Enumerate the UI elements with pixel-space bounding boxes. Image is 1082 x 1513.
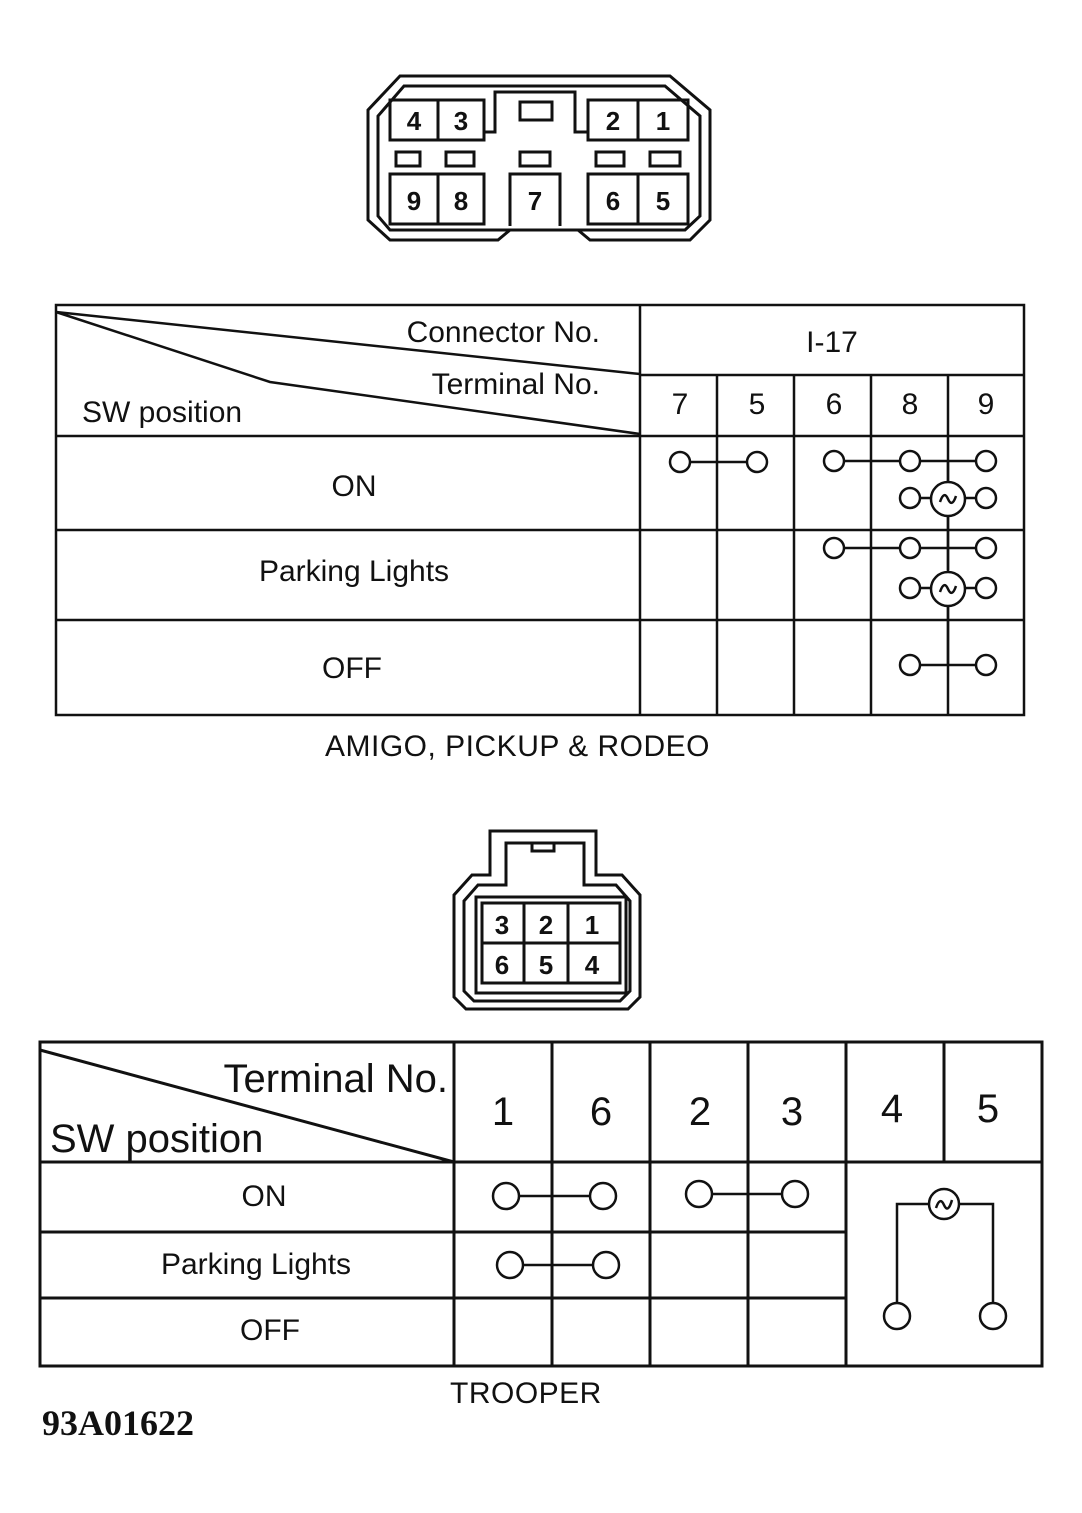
connector-id: I-17 (806, 326, 858, 359)
terminal-header: 5 (749, 388, 766, 421)
header-diagonal (55, 310, 641, 376)
pin-label: 6 (606, 186, 620, 216)
bulb-8-9-parking (898, 570, 998, 665)
pin-label: 6 (495, 950, 509, 980)
row-label-off: OFF (322, 652, 382, 685)
terminal-header: 6 (590, 1090, 612, 1134)
pin-label: 5 (656, 186, 670, 216)
pin-label: 3 (454, 106, 468, 136)
continuity-6-8-9-parking (822, 530, 998, 570)
caption-trooper: TROOPER (450, 1377, 602, 1410)
terminal-no-label: Terminal No. (223, 1057, 448, 1101)
terminal-header: 5 (977, 1087, 999, 1131)
pin-label: 8 (454, 186, 468, 216)
pin-label: 4 (585, 950, 600, 980)
pin-label: 7 (528, 186, 542, 216)
bulb-8-9 (898, 480, 998, 530)
terminal-header: 3 (781, 1090, 803, 1134)
continuity-6-8-9 (822, 449, 998, 484)
pin-label: 2 (606, 106, 620, 136)
caption-amigo: AMIGO, PICKUP & RODEO (325, 730, 711, 763)
pin-label: 9 (407, 186, 421, 216)
continuity-7-5 (668, 450, 769, 474)
continuity-1-6 (491, 1181, 618, 1211)
terminal-header: 1 (492, 1090, 514, 1134)
terminal-header: 7 (672, 388, 689, 421)
row-label-parking: Parking Lights (259, 555, 449, 588)
connector-inner-shell (376, 84, 702, 232)
row-label-on: ON (242, 1180, 287, 1213)
connector-i17-diagram: 4 3 2 1 9 8 7 6 5 (366, 74, 712, 242)
header-diagonal (39, 1048, 455, 1164)
continuity-2-3 (684, 1179, 810, 1209)
continuity-1-6-parking (495, 1250, 621, 1280)
pin-label: 5 (539, 950, 553, 980)
sw-position-label: SW position (50, 1117, 263, 1161)
pin-label: 3 (495, 910, 509, 940)
continuity-table-amigo: Connector No. Terminal No. SW position I… (54, 303, 1026, 717)
figure-number: 93A01622 (42, 1403, 194, 1443)
continuity-8-9-off (898, 653, 998, 677)
header-diagonal (55, 310, 641, 436)
bulb-4-5 (882, 1187, 1008, 1331)
connector-trooper-diagram: 3 2 1 6 5 4 (452, 829, 642, 1011)
terminal-no-label: Terminal No. (432, 368, 600, 401)
row-label-on: ON (332, 470, 377, 503)
connector-outer-shell (452, 829, 642, 1011)
terminal-header: 6 (826, 388, 843, 421)
terminal-header: 9 (978, 388, 995, 421)
pin-label: 1 (656, 106, 670, 136)
row-label-off: OFF (240, 1314, 300, 1347)
connector-no-label: Connector No. (407, 316, 600, 349)
terminal-header: 4 (881, 1087, 903, 1131)
pin-label: 1 (585, 910, 599, 940)
pin-label: 2 (539, 910, 553, 940)
row-label-parking: Parking Lights (161, 1248, 351, 1281)
terminal-header: 8 (902, 388, 919, 421)
terminal-header: 2 (689, 1090, 711, 1134)
continuity-table-trooper: Terminal No. SW position 1 6 2 3 4 5 ON … (38, 1040, 1044, 1368)
pin-label: 4 (407, 106, 422, 136)
sw-position-label: SW position (82, 396, 242, 429)
